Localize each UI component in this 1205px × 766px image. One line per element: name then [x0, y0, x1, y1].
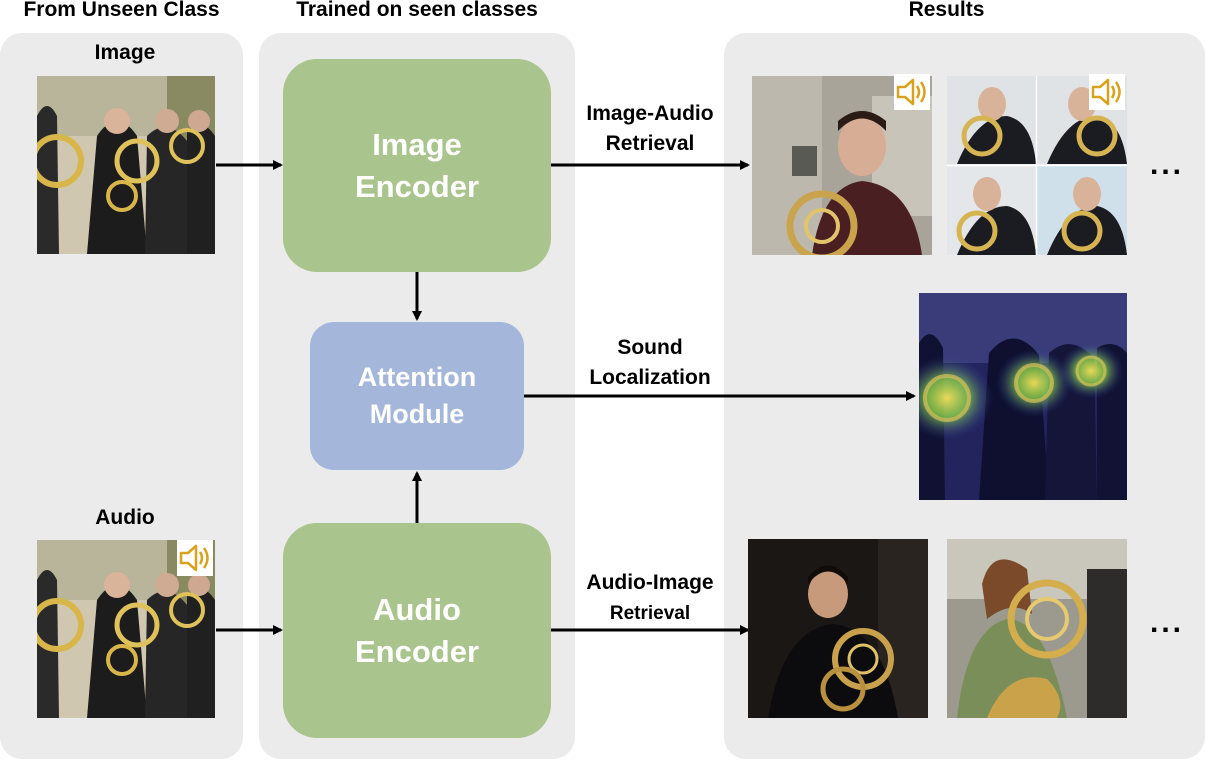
sound-localization-heatmap: [919, 293, 1127, 500]
column-title-trained: Trained on seen classes: [296, 0, 538, 21]
input-image-photo: [37, 76, 215, 254]
speaker-icon: [894, 74, 930, 110]
speaker-icon: [177, 540, 213, 576]
more-results-ellipsis-bottom: ...: [1150, 606, 1185, 639]
audio-input-label: Audio: [95, 506, 155, 529]
retrieved-image-2: [947, 539, 1127, 718]
column-title-results: Results: [908, 0, 985, 21]
image-input-label: Image: [94, 41, 156, 64]
image-audio-retrieval-line1: Image-Audio: [586, 102, 714, 125]
attention-module-line1: Attention: [357, 362, 477, 392]
image-audio-retrieval-line2: Retrieval: [605, 132, 695, 155]
audio-image-retrieval-label: Audio-Image Retrieval: [560, 568, 740, 629]
image-audio-retrieval-label: Image-Audio Retrieval: [560, 99, 740, 159]
sound-localization-label: Sound Localization: [560, 333, 740, 393]
sound-localization-line1: Sound: [617, 336, 683, 359]
more-results-ellipsis-top: ...: [1150, 148, 1185, 181]
sound-localization-line2: Localization: [589, 366, 711, 389]
column-title-unseen: From Unseen Class: [23, 0, 220, 21]
audio-encoder-line2: Encoder: [354, 633, 480, 669]
speaker-icon: [1089, 74, 1125, 110]
image-encoder-line2: Encoder: [354, 168, 480, 204]
audio-image-retrieval-line2: Retrieval: [609, 603, 691, 624]
audio-image-retrieval-line1: Audio-Image: [586, 571, 714, 594]
image-encoder-line1: Image: [372, 126, 462, 162]
attention-module-line2: Module: [369, 399, 465, 429]
audio-encoder-line1: Audio: [373, 591, 461, 627]
retrieved-image-1: [748, 539, 928, 718]
